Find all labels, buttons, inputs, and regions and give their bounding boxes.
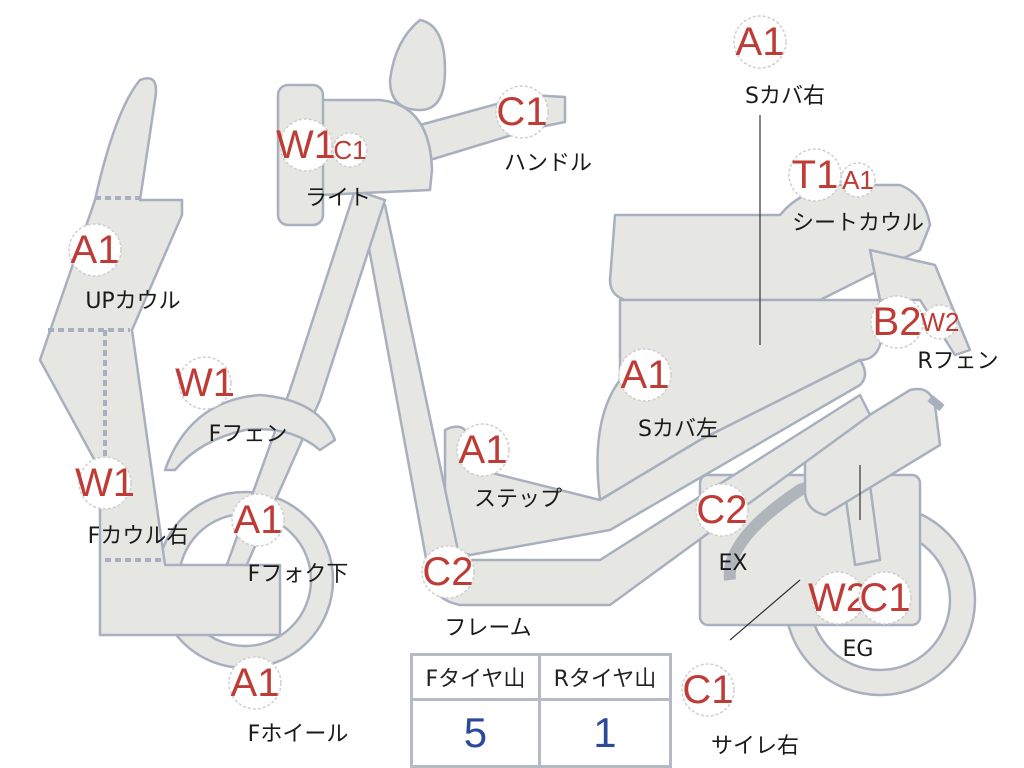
label-f-wheel: Fホイール [248,722,349,747]
badge-s-cover-right[interactable]: A1 [733,15,787,69]
rear-tire-header: Rタイヤ山 [537,653,673,701]
svg-text:C1: C1 [333,135,366,165]
svg-text:W1: W1 [276,123,336,167]
label-f-cowl-right: Fカウル右 [88,524,189,549]
label-step: ステップ [474,487,562,512]
label-r-fender: Rフェン [917,349,998,374]
svg-text:C1: C1 [682,668,733,712]
svg-text:C2: C2 [696,488,747,532]
label-light: ライト [305,186,371,211]
svg-text:A1: A1 [71,228,120,272]
badge-light-c[interactable]: C1 [332,132,368,168]
badge-f-fork-lower[interactable]: A1 [231,493,285,547]
badge-muffler-right[interactable]: C1 [681,663,735,717]
label-seat-cowl: シートカウル [792,211,924,236]
svg-text:A1: A1 [234,498,283,542]
svg-text:A1: A1 [842,165,874,195]
label-s-cover-right: Sカバ右 [745,84,825,109]
svg-text:W2: W2 [921,307,960,337]
label-f-fender: Fフェン [209,422,288,447]
badge-seat-cowl-a[interactable]: A1 [840,162,876,198]
badge-s-cover-left[interactable]: A1 [618,348,672,402]
label-handle: ハンドル [504,151,592,176]
headlight-housing [303,98,434,197]
svg-text:A1: A1 [459,428,508,472]
svg-text:C1: C1 [859,576,910,620]
badge-engine-w[interactable]: W2 [808,571,868,625]
badge-engine-c[interactable]: C1 [858,571,912,625]
svg-text:B2: B2 [873,300,922,344]
label-up-cowl: UPカウル [85,289,180,314]
badge-up-cowl[interactable]: A1 [68,223,122,277]
label-muffler-right: サイレ右 [711,734,799,759]
badge-light-w[interactable]: W1 [276,118,336,172]
badge-r-fender-w[interactable]: W2 [921,304,960,340]
rear-tire-value: 1 [537,698,673,768]
svg-text:W2: W2 [808,576,868,620]
mirror [388,18,447,112]
badge-frame[interactable]: C2 [421,545,475,599]
badge-seat-cowl-t[interactable]: T1 [788,148,842,202]
label-engine: EG [843,637,874,662]
badge-handle[interactable]: C1 [495,85,549,139]
svg-text:A1: A1 [621,353,670,397]
badge-f-wheel[interactable]: A1 [228,656,282,710]
badge-r-fender-b[interactable]: B2 [870,295,924,349]
label-frame: フレーム [444,616,531,641]
muffler [803,387,942,517]
front-tire-header: Fタイヤ山 [410,653,541,701]
label-exhaust: EX [719,551,748,576]
svg-text:A1: A1 [231,661,280,705]
svg-text:C2: C2 [422,550,473,594]
svg-text:W1: W1 [75,461,135,505]
badge-f-cowl-right[interactable]: W1 [75,456,135,510]
svg-text:A1: A1 [736,20,785,64]
exhaust-pipe [723,474,832,581]
label-s-cover-left: Sカバ左 [638,417,718,442]
badge-step[interactable]: A1 [456,423,510,477]
svg-text:T1: T1 [792,153,839,197]
tire-tread-table: Fタイヤ山 Rタイヤ山 5 1 [410,653,673,768]
label-f-fork-lower: Fフォク下 [248,562,349,587]
svg-text:C1: C1 [496,90,547,134]
badge-exhaust[interactable]: C2 [695,483,749,537]
badge-f-fender[interactable]: W1 [175,356,235,410]
front-tire-value: 5 [410,698,541,768]
svg-text:W1: W1 [175,361,235,405]
